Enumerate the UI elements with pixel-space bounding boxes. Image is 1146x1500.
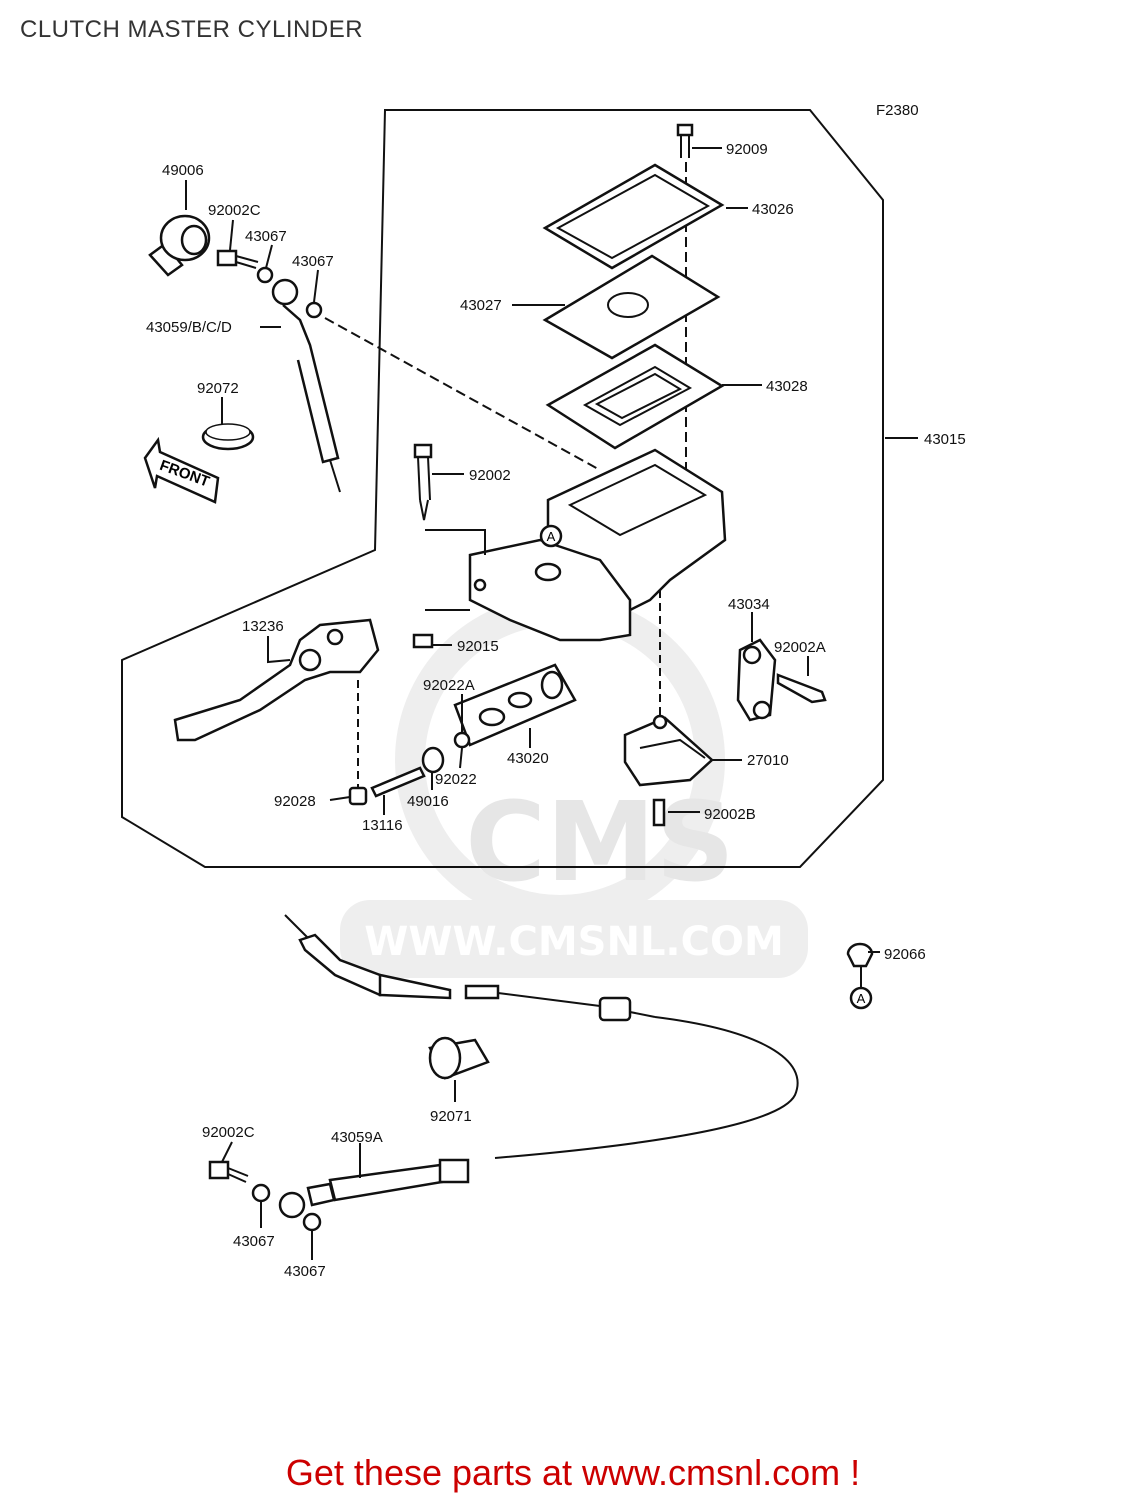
front-arrow: FRONT: [143, 436, 220, 504]
footer-text[interactable]: Get these parts at www.cmsnl.com !: [285, 1452, 861, 1493]
part-labels: 49006 92002C 43067 43067 43059/B/C/D 920…: [146, 141, 966, 1280]
screw-92002b: [652, 798, 666, 827]
assembly-outline: [121, 109, 884, 868]
hose-43059a: [278, 1158, 470, 1219]
label-49016: 49016: [407, 793, 449, 810]
boot-49006: [148, 214, 211, 277]
hose-end: [329, 459, 341, 493]
label-13236: 13236: [242, 618, 284, 635]
label-92071: 92071: [430, 1108, 472, 1125]
dashed-connector: [324, 317, 601, 471]
ref-marker-a-text: A: [547, 529, 556, 544]
label-92028: 92028: [274, 793, 316, 810]
label-43034: 43034: [728, 596, 770, 613]
banjo-bolt-bottom: [208, 1160, 322, 1232]
clamp-43034: [736, 638, 777, 722]
label-43015: 43015: [924, 431, 966, 448]
hose-43059: [282, 304, 340, 464]
lever-13236: [173, 618, 380, 742]
label-92002a: 92002A: [774, 639, 826, 656]
cap-43026: [542, 163, 725, 270]
label-92072: 92072: [197, 380, 239, 397]
pin-92028: [348, 786, 368, 806]
label-92002: 92002: [469, 467, 511, 484]
label-43067-b: 43067: [292, 253, 334, 270]
watermark-url: WWW.CMSNL.COM: [364, 919, 784, 965]
bolt-92002: [413, 443, 433, 521]
label-49006: 49006: [162, 162, 204, 179]
figure-code: F2380: [876, 102, 919, 119]
label-92022: 92022: [435, 771, 477, 788]
collar-92071: [428, 1036, 490, 1080]
ref-marker-a: [539, 524, 563, 548]
label-92002c-bottom: 92002C: [202, 1124, 255, 1141]
watermark-brand: CMS: [465, 778, 734, 906]
label-43028: 43028: [766, 378, 808, 395]
master-cylinder-body: [425, 448, 727, 642]
switch-27010: [623, 714, 714, 787]
label-43027: 43027: [460, 297, 502, 314]
label-43067-d: 43067: [284, 1263, 326, 1280]
label-43067-c: 43067: [233, 1233, 275, 1250]
bolt-92002a: [776, 673, 827, 704]
label-92022a: 92022A: [423, 677, 475, 694]
ref-marker-a2-text: A: [857, 991, 866, 1006]
cms-watermark: CMS WWW.CMSNL.COM: [340, 595, 808, 978]
label-13116: 13116: [362, 817, 403, 834]
label-43067-a: 43067: [245, 228, 287, 245]
label-43059: 43059/B/C/D: [146, 319, 232, 336]
label-92066: 92066: [884, 946, 926, 963]
label-92015: 92015: [457, 638, 499, 655]
banjo-bolt-top: [216, 249, 323, 319]
nut-92015: [412, 633, 434, 649]
plate-43027: [542, 254, 721, 360]
label-92002b: 92002B: [704, 806, 756, 823]
leader-lines: [185, 147, 918, 1260]
diagram-title: CLUTCH MASTER CYLINDER: [20, 16, 364, 43]
label-43020: 43020: [507, 750, 549, 767]
label-92002c-top: 92002C: [208, 202, 261, 219]
clutch-cable: [284, 914, 799, 1159]
pushrod-13116: [370, 766, 426, 798]
footer-link[interactable]: Get these parts at www.cmsnl.com !: [0, 1452, 1146, 1494]
label-27010: 27010: [747, 752, 789, 769]
label-43026: 43026: [752, 201, 794, 218]
screw-92009: [676, 123, 694, 158]
label-92009: 92009: [726, 141, 768, 158]
diaphragm-43028: [545, 343, 725, 450]
piston-43020: [421, 663, 577, 774]
cap-92066: [846, 942, 874, 968]
label-43059a: 43059A: [331, 1129, 383, 1146]
clamp-92072: [201, 423, 255, 451]
